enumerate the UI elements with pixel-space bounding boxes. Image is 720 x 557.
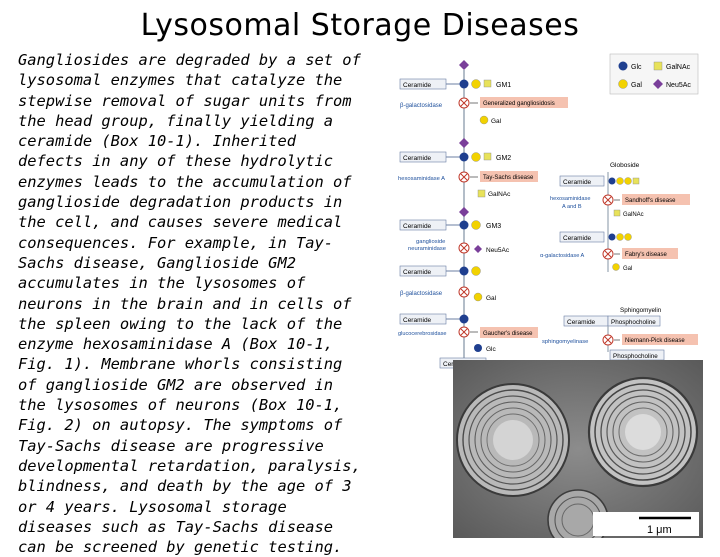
ceramide-label: Ceramide bbox=[403, 82, 432, 89]
ceramide-label: Ceramide bbox=[403, 155, 432, 162]
gal-removed-label-3: Gal bbox=[623, 266, 632, 272]
body-line: Fig. 2) on autopsy. The symptoms of bbox=[18, 416, 343, 435]
neu5ac-icon bbox=[653, 79, 663, 89]
body-line: ceramide (Box 10-1). Inherited bbox=[18, 132, 296, 151]
ceramide-label: Ceramide bbox=[403, 269, 432, 276]
gal-removed-label-2: Gal bbox=[486, 295, 497, 302]
ceramide-label: Ceramide bbox=[563, 179, 592, 186]
body-line: the spleen owing to the lack of the bbox=[18, 314, 343, 333]
galnac-icon bbox=[653, 61, 663, 71]
body-line: the head group, finally yielding a bbox=[18, 111, 334, 130]
membrane-whorl bbox=[587, 376, 699, 488]
body-line: stepwise removal of sugar units from bbox=[18, 91, 352, 110]
enzyme-hexosaminidase-ab: hexosaminidase bbox=[550, 196, 590, 202]
body-line: neurons in the brain and in cells of bbox=[18, 294, 352, 313]
enzyme-hexosaminidase-a: hexosaminidase A bbox=[398, 176, 445, 182]
legend-galnac-label: GalNAc bbox=[666, 64, 691, 71]
disease-niemann-pick: Niemann-Pick disease bbox=[625, 338, 685, 344]
ganglioside-degradation-diagram: Glc GalNAc Gal Neu5Ac Ceramide GM1 β-gal… bbox=[398, 53, 699, 369]
scale-bar-label: 1 μm bbox=[647, 524, 672, 536]
glc-icon bbox=[618, 61, 628, 71]
enzyme-alpha-galactosidase-a: α-galactosidase A bbox=[540, 253, 585, 259]
galnac-removed-label: GalNAc bbox=[488, 191, 511, 198]
body-line: blindness, and death by the age of 3 bbox=[18, 477, 352, 496]
body-line: defects in any of these hydrolytic bbox=[18, 152, 334, 171]
body-line: Sachs disease, Ganglioside GM2 bbox=[18, 253, 296, 272]
disease-tay-sachs: Tay-Sachs disease bbox=[483, 175, 534, 181]
enzyme-sphingomyelinase: sphingomyelinase bbox=[542, 339, 588, 345]
body-line: ganglioside degradation products in bbox=[18, 193, 343, 212]
scale-bar-background bbox=[593, 512, 699, 536]
ceramide-label: Ceramide bbox=[567, 319, 596, 326]
gal-removed-label: Gal bbox=[491, 118, 502, 125]
legend: Glc GalNAc Gal Neu5Ac bbox=[609, 53, 699, 95]
gm1-label: GM1 bbox=[496, 82, 511, 89]
body-line: the cell, and causes severe medical bbox=[18, 213, 343, 232]
body-line: Fig. 1). Membrane whorls consisting bbox=[18, 355, 343, 374]
legend-neu5ac-label: Neu5Ac bbox=[666, 82, 691, 89]
galnac-removed-label-2: GalNAc bbox=[623, 212, 644, 218]
body-line: diseases such as Tay-Sachs disease bbox=[18, 517, 334, 536]
body-line: developmental retardation, paralysis, bbox=[18, 456, 361, 475]
disease-fabry: Fabry's disease bbox=[625, 252, 667, 258]
body-line: the lysosomes of neurons (Box 10-1, bbox=[18, 396, 343, 415]
body-line: can be screened by genetic testing. bbox=[18, 538, 343, 557]
body-line: Tay-Sachs disease are progressive bbox=[18, 436, 324, 455]
sphingomyelin-label: Sphingomyelin bbox=[620, 307, 662, 314]
enzyme-beta-galactosidase: β-galactosidase bbox=[400, 103, 443, 109]
disease-label bbox=[480, 97, 568, 108]
ceramide-label: Ceramide bbox=[403, 223, 432, 230]
neu5ac-icon bbox=[459, 60, 469, 70]
ceramide-label: Ceramide bbox=[563, 235, 592, 242]
neu5ac-removed-label: Neu5Ac bbox=[486, 247, 510, 254]
gm2-label: GM2 bbox=[496, 155, 511, 162]
membrane-whorls-micrograph: 1 μm bbox=[453, 360, 703, 538]
body-paragraph: Gangliosides are degraded by a set of lys… bbox=[18, 50, 394, 557]
slide-title: Lysosomal Storage Diseases bbox=[140, 8, 580, 43]
body-line: enzyme hexosaminidase A (Box 10-1, bbox=[18, 335, 334, 354]
disease-sandhoff: Sandhoff's disease bbox=[625, 198, 676, 204]
enzyme-ganglioside-neuraminidase-line2: neuraminidase bbox=[408, 246, 446, 252]
enzyme-ganglioside-neuraminidase: ganglioside bbox=[416, 239, 445, 245]
membrane-whorl bbox=[456, 383, 570, 497]
phosphocholine-label: Phosphocholine bbox=[611, 319, 656, 326]
enzyme-beta-galactosidase-2: β-galactosidase bbox=[400, 291, 443, 297]
body-line: accumulates in the lysosomes of bbox=[18, 274, 306, 293]
body-line: lysosomal enzymes that catalyze the bbox=[18, 71, 343, 90]
legend-gal-label: Gal bbox=[631, 82, 642, 89]
ceramide-label: Ceramide bbox=[403, 317, 432, 324]
body-line: of ganglioside GM2 are observed in bbox=[18, 375, 334, 394]
globoside-label: Globoside bbox=[610, 162, 640, 169]
glc-removed-label: Glc bbox=[486, 346, 497, 353]
body-line: or 4 years. Lysosomal storage bbox=[18, 497, 287, 516]
gal-icon bbox=[618, 79, 628, 89]
gm3-label: GM3 bbox=[486, 223, 501, 230]
enzyme-hexosaminidase-ab-line2: A and B bbox=[562, 204, 582, 210]
phosphocholine-removed-label: Phosphocholine bbox=[613, 353, 658, 360]
enzyme-glucocerebrosidase: glucocerebrosidase bbox=[398, 331, 447, 337]
body-line: Gangliosides are degraded by a set of bbox=[18, 51, 361, 69]
disease-generalized-gangliosidosis: Generalized gangliosidosis bbox=[483, 101, 555, 107]
body-line: consequences. For example, in Tay- bbox=[18, 233, 334, 252]
disease-gaucher: Gaucher's disease bbox=[483, 331, 533, 337]
body-line: enzymes leads to the accumulation of bbox=[18, 172, 352, 191]
legend-glc-label: Glc bbox=[631, 64, 642, 71]
